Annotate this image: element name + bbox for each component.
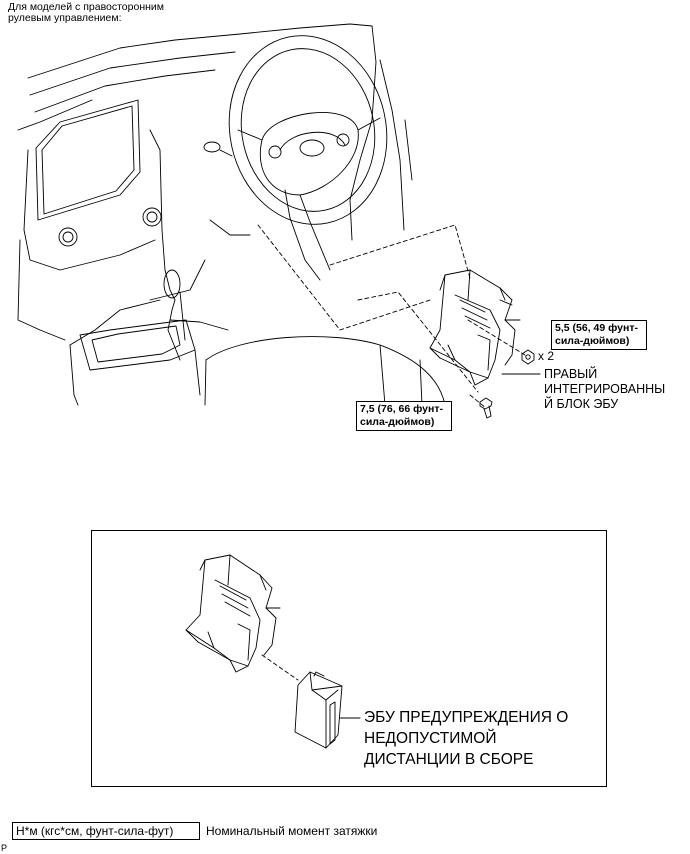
part-label-clearance-warning-ecu: ЭБУ ПРЕДУПРЕЖДЕНИЯ О НЕДОПУСТИМОЙ ДИСТАН… xyxy=(364,707,568,770)
torque-bolt-line-1: 7,5 (76, 66 фунт- xyxy=(360,403,443,415)
caption-line-2: рулевым управлением: xyxy=(8,12,122,24)
ecu-label-line-2: ИНТЕГРИРОВАННЫ xyxy=(544,382,666,396)
center-display xyxy=(35,99,141,221)
detail-frame xyxy=(91,530,607,787)
torque-nut-line-1: 5,5 (56, 49 фунт- xyxy=(555,322,638,334)
torque-callout-bolt: 7,5 (76, 66 фунт- сила-дюймов) xyxy=(356,401,452,431)
page-mark: P xyxy=(1,843,8,853)
right-vent-knob xyxy=(142,207,162,227)
clearance-label-line-3: ДИСТАНЦИИ В СБОРЕ xyxy=(364,751,534,768)
ecu-label-line-1: ПРАВЫЙ xyxy=(544,367,598,381)
gear-lever xyxy=(164,269,176,341)
steering-hub xyxy=(259,112,359,196)
legend-meaning: Номинальный момент затяжки xyxy=(206,824,378,838)
caption-line-1: Для моделей с правосторонним xyxy=(8,1,165,13)
steering-wheel-rim xyxy=(228,35,388,225)
clearance-label-line-2: НЕДОПУСТИМОЙ xyxy=(364,730,497,747)
right-integrated-ecu xyxy=(429,269,521,386)
nut-quantity: x 2 xyxy=(538,349,555,363)
console-tray xyxy=(79,319,196,371)
mounting-bolt xyxy=(479,397,493,419)
torque-nut-line-2: сила-дюймов) xyxy=(555,335,630,347)
clearance-warning-ecu xyxy=(294,671,343,749)
torque-bolt-line-2: сила-дюймов) xyxy=(360,416,435,428)
ecu-bracket-detail xyxy=(185,554,281,673)
left-vent-knob xyxy=(58,227,78,247)
diagram-caption: Для моделей с правосторонним рулевым упр… xyxy=(8,2,164,24)
legend-unit-box: Н*м (кгс*см, фунт-сила-фут) xyxy=(12,822,200,840)
part-label-right-integrated-ecu: ПРАВЫЙ ИНТЕГРИРОВАННЫ Й БЛОК ЭБУ xyxy=(544,367,665,412)
armrest xyxy=(205,336,446,406)
ecu-label-line-3: Й БЛОК ЭБУ xyxy=(544,397,619,411)
clearance-label-line-1: ЭБУ ПРЕДУПРЕЖДЕНИЯ О xyxy=(364,709,569,726)
mounting-nut xyxy=(521,349,535,365)
dashboard-top-line xyxy=(27,23,373,79)
torque-callout-nut: 5,5 (56, 49 фунт- сила-дюймов) xyxy=(551,320,647,350)
